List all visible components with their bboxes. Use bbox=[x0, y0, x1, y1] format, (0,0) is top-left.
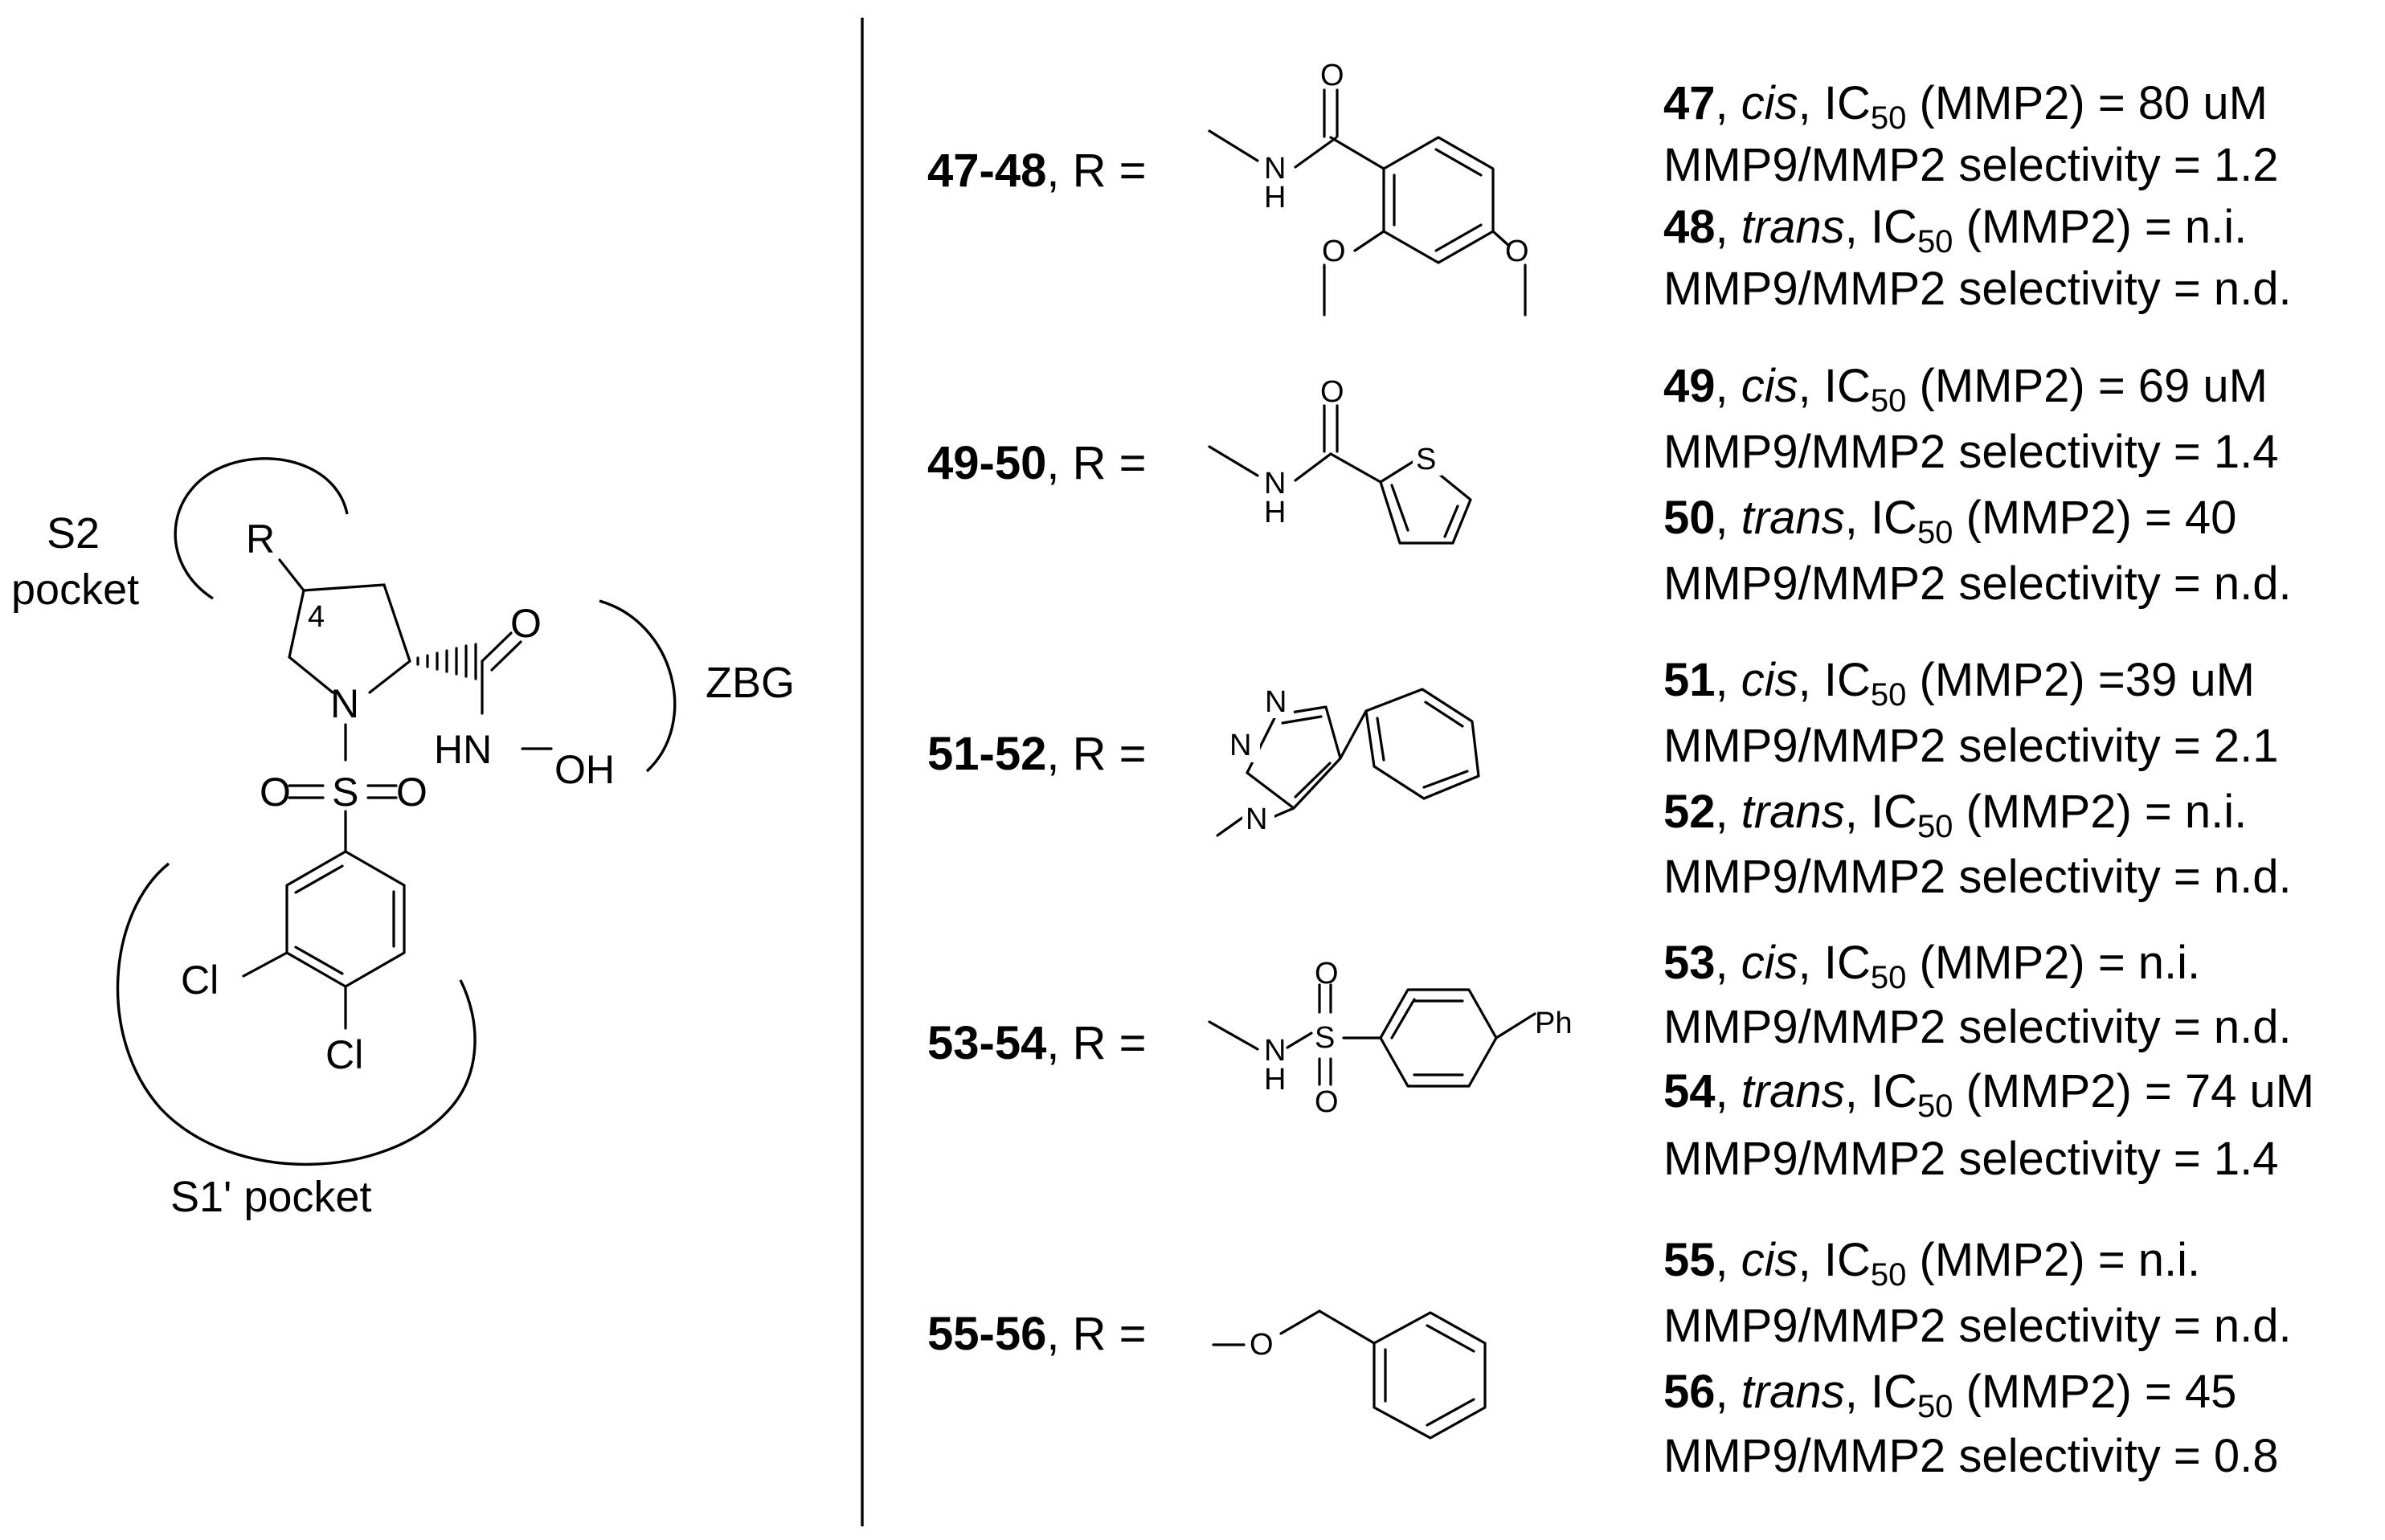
thio-amide-h-label: H bbox=[1264, 496, 1286, 529]
carbonyl-o-label: O bbox=[510, 601, 542, 646]
s2-pocket-label-line2: pocket bbox=[11, 566, 139, 614]
sulfonyl-o-right-label: O bbox=[396, 770, 428, 815]
chlorine-3-label: Cl bbox=[181, 958, 219, 1003]
result-50-selectivity: MMP9/MMP2 selectivity = n.d. bbox=[1663, 558, 2292, 610]
methoxy-o-ortho-label: O bbox=[1322, 235, 1346, 268]
thio-amide-n-label: N bbox=[1264, 467, 1286, 500]
amide-o-label: O bbox=[1320, 59, 1344, 92]
r-group-label: R bbox=[246, 517, 275, 562]
core-scaffold: S2 pocket ZBG S1' pocket bbox=[11, 457, 795, 1221]
result-56-ic50: 56, trans, IC50 (MMP2) = 45 bbox=[1663, 1366, 2236, 1424]
result-47-selectivity: MMP9/MMP2 selectivity = 1.2 bbox=[1663, 139, 2279, 191]
sulfonamide-o-top-label: O bbox=[1315, 957, 1339, 991]
substituent-53-54: O S O N H Ph bbox=[1208, 957, 1572, 1119]
triazole-n3-label: N bbox=[1229, 729, 1251, 762]
zbg-label: ZBG bbox=[706, 659, 795, 707]
result-48-ic50: 48, trans, IC50 (MMP2) = n.i. bbox=[1663, 201, 2247, 259]
result-47-ic50: 47, cis, IC50 (MMP2) = 80 uM bbox=[1663, 77, 2268, 136]
substituent-51-52: N N N bbox=[1216, 683, 1480, 837]
benzyloxy-o-label: O bbox=[1250, 1328, 1274, 1362]
result-49-selectivity: MMP9/MMP2 selectivity = 1.4 bbox=[1663, 426, 2279, 478]
sulfonyl-o-left-label: O bbox=[260, 770, 291, 815]
result-54-ic50: 54, trans, IC50 (MMP2) = 74 uM bbox=[1663, 1065, 2314, 1124]
sulfonamide-n-label: N bbox=[1264, 1034, 1286, 1068]
pyrrolidine-n-label: N bbox=[330, 681, 359, 726]
results-panel: 47, cis, IC50 (MMP2) = 80 uM MMP9/MMP2 s… bbox=[1663, 77, 2314, 1482]
hashed-wedge bbox=[416, 643, 477, 680]
r-label-51-52: 51-52, R = bbox=[927, 728, 1146, 780]
result-55-selectivity: MMP9/MMP2 selectivity = n.d. bbox=[1663, 1300, 2292, 1352]
amide-n-label: N bbox=[1264, 152, 1286, 186]
result-49-ic50: 49, cis, IC50 (MMP2) = 69 uM bbox=[1663, 360, 2268, 419]
result-51-selectivity: MMP9/MMP2 selectivity = 2.1 bbox=[1663, 720, 2279, 772]
substituent-49-50: O N H S bbox=[1208, 375, 1472, 545]
methoxy-o-para-label: O bbox=[1505, 235, 1529, 268]
result-54-selectivity: MMP9/MMP2 selectivity = 1.4 bbox=[1663, 1133, 2279, 1185]
triazole-n2-label: N bbox=[1265, 685, 1287, 719]
sulfonamide-s-label: S bbox=[1315, 1021, 1335, 1055]
r-group-labels: 47-48, R = 49-50, R = 51-52, R = 53-54, … bbox=[927, 145, 1146, 1360]
sulfonamide-o-bottom-label: O bbox=[1315, 1085, 1339, 1119]
result-53-selectivity: MMP9/MMP2 selectivity = n.d. bbox=[1663, 1001, 2292, 1053]
phenyl-ph-label: Ph bbox=[1535, 1007, 1572, 1040]
s1-pocket-arc bbox=[116, 862, 477, 1166]
result-48-selectivity: MMP9/MMP2 selectivity = n.d. bbox=[1663, 263, 2292, 315]
hydroxamate-oh-label: OH bbox=[554, 747, 615, 792]
r-label-53-54: 53-54, R = bbox=[927, 1017, 1146, 1069]
r-label-49-50: 49-50, R = bbox=[927, 437, 1146, 489]
result-56-selectivity: MMP9/MMP2 selectivity = 0.8 bbox=[1663, 1430, 2279, 1482]
s2-pocket-label-line1: S2 bbox=[47, 509, 100, 558]
thioamide-o-label: O bbox=[1320, 375, 1344, 409]
s1-pocket-label: S1' pocket bbox=[170, 1173, 371, 1221]
r-label-55-56: 55-56, R = bbox=[927, 1308, 1146, 1360]
hydroxamate-hn-label: HN bbox=[434, 727, 492, 772]
sulfonamide-h-label: H bbox=[1264, 1063, 1286, 1097]
thiophene-s-label: S bbox=[1416, 443, 1436, 476]
result-55-ic50: 55, cis, IC50 (MMP2) = n.i. bbox=[1663, 1234, 2200, 1293]
chlorine-4-label: Cl bbox=[325, 1032, 363, 1077]
result-50-ic50: 50, trans, IC50 (MMP2) = 40 bbox=[1663, 492, 2236, 550]
r-label-47-48: 47-48, R = bbox=[927, 145, 1146, 197]
result-52-ic50: 52, trans, IC50 (MMP2) = n.i. bbox=[1663, 786, 2247, 844]
triazole-n1-label: N bbox=[1246, 803, 1267, 836]
zbg-arc bbox=[599, 599, 677, 773]
sulfonyl-s-label: S bbox=[332, 770, 358, 815]
substituent-55-56: O bbox=[1212, 1309, 1487, 1440]
substituent-47-48: O N H O O bbox=[1208, 59, 1529, 317]
result-51-ic50: 51, cis, IC50 (MMP2) =39 uM bbox=[1663, 654, 2255, 713]
result-53-ic50: 53, cis, IC50 (MMP2) = n.i. bbox=[1663, 937, 2200, 995]
result-52-selectivity: MMP9/MMP2 selectivity = n.d. bbox=[1663, 851, 2292, 903]
amide-h-label: H bbox=[1264, 181, 1286, 214]
position-4-label: 4 bbox=[308, 600, 325, 634]
s2-pocket-arc bbox=[174, 457, 349, 600]
